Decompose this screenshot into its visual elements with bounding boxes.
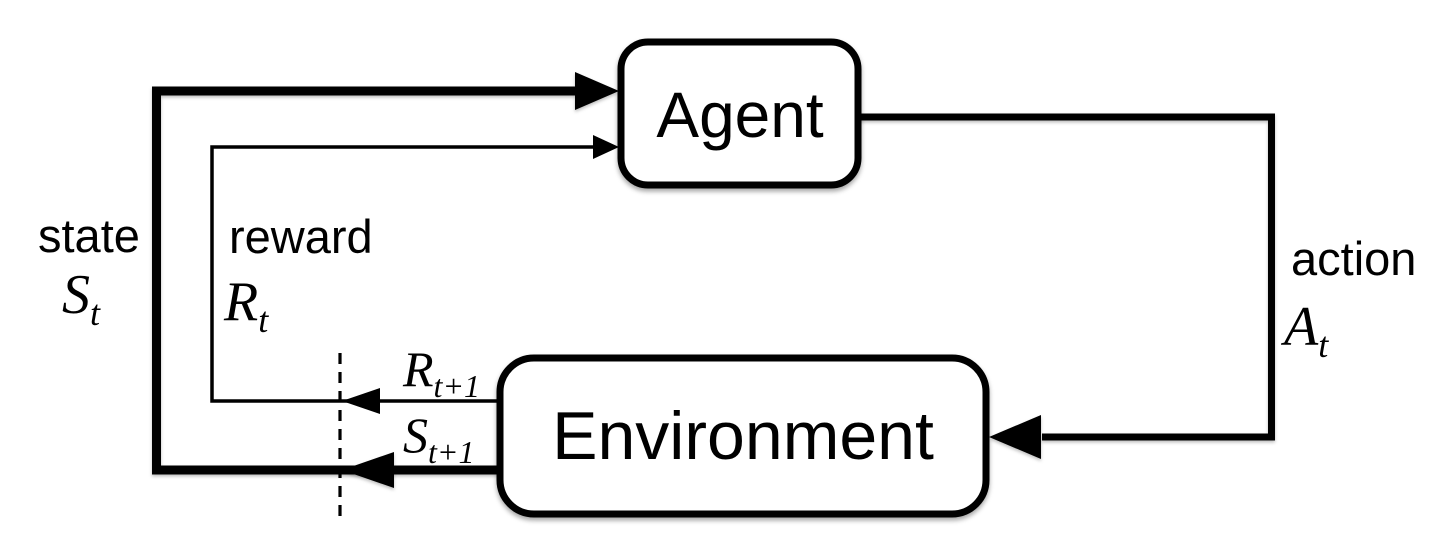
next-state-symbol-base: S [403,407,428,463]
action-loop-line [858,113,1275,441]
reward-symbol: Rt [223,271,269,340]
next-reward-symbol: Rt+1 [402,341,480,404]
reward-symbol-base: R [223,271,258,333]
environment-box [496,354,990,518]
state-loop-line [152,86,576,475]
next-state-symbol-sub: t+1 [428,434,474,470]
action-symbol: At [1280,296,1329,365]
state-arrowhead-agent [575,72,619,110]
agent-box [617,38,862,189]
next-reward-symbol-base: R [402,341,434,397]
agent-label: Agent [656,79,823,151]
action-symbol-sub: t [1318,325,1329,365]
state-symbol: St [62,264,101,333]
environment-label: Environment [552,398,934,474]
state-arrowhead-boundary [342,452,394,488]
reward-arrowhead-boundary [342,388,380,414]
state-label: state [38,209,140,262]
next-state-symbol: St+1 [403,407,474,470]
reward-label: reward [229,210,373,263]
next-reward-symbol-sub: t+1 [434,368,480,404]
action-symbol-base: A [1280,296,1319,358]
state-symbol-sub: t [90,293,101,333]
action-arrowhead-environment [989,415,1041,459]
state-symbol-base: S [62,264,90,326]
action-label: action [1291,232,1416,285]
reward-symbol-sub: t [258,300,269,340]
reward-arrowhead-agent [593,135,619,159]
